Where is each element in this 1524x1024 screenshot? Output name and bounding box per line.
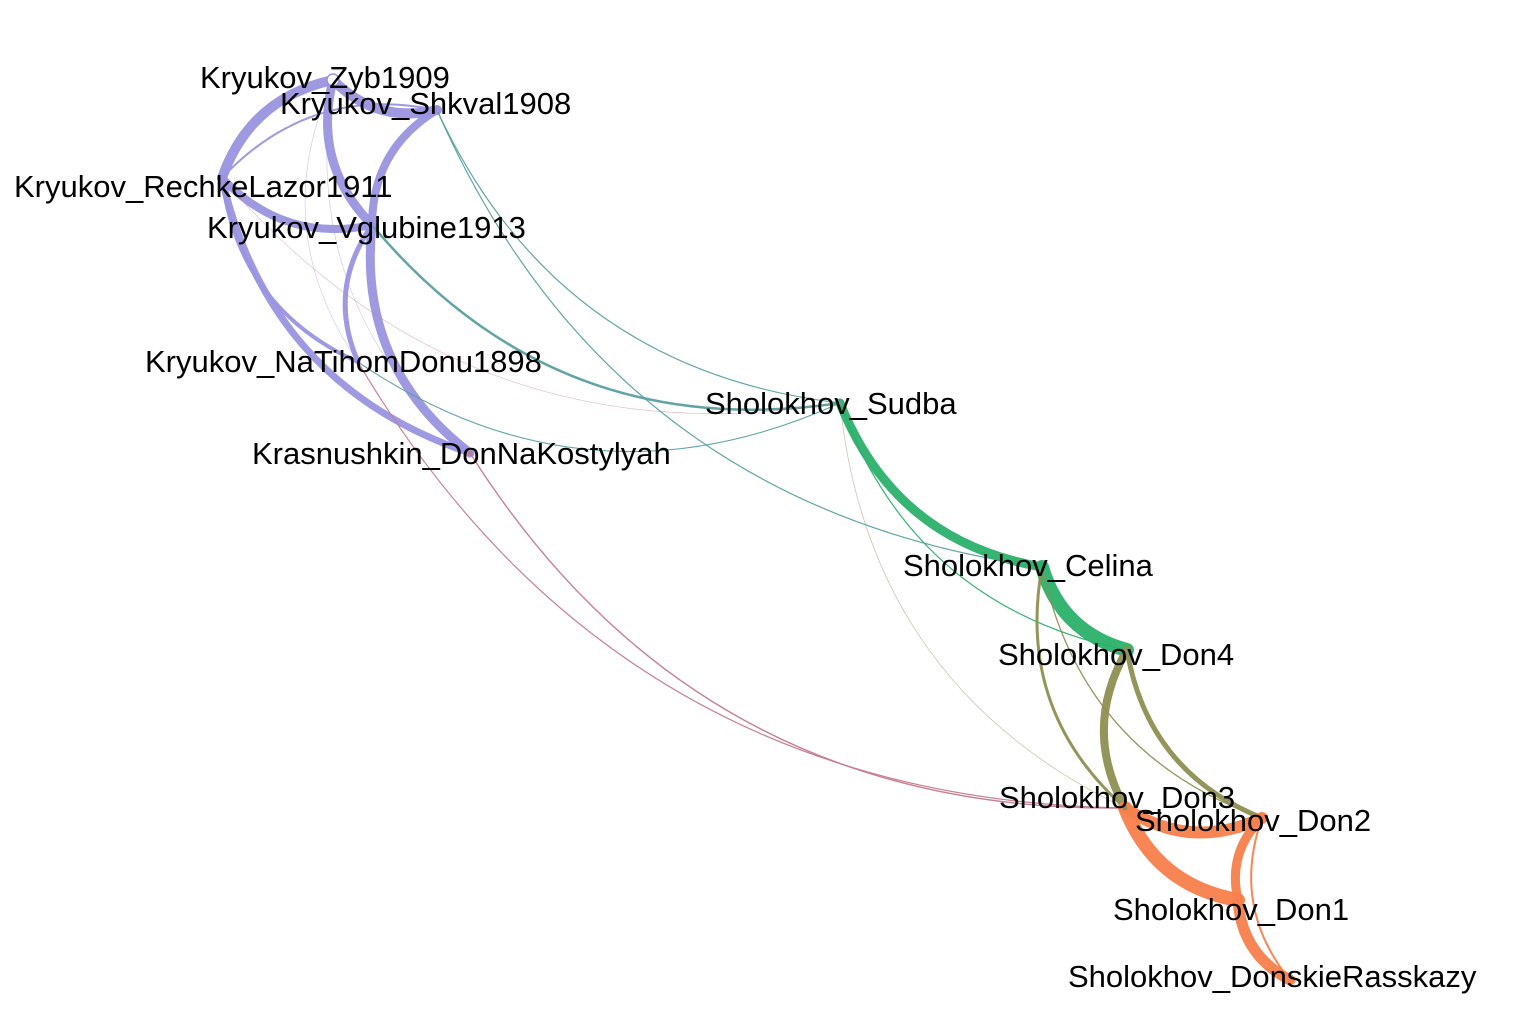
edge-celina-don2 xyxy=(1041,566,1263,819)
node-label-krasnushkin: Krasnushkin_DonNaKostylyah xyxy=(252,436,671,471)
node-label-donskie: Sholokhov_DonskieRasskazy xyxy=(1068,959,1477,994)
node-label-don3: Sholokhov_Don3 xyxy=(999,780,1235,815)
edge-shkval-celina xyxy=(436,109,1043,568)
edge-zyb-vglubine xyxy=(323,75,377,230)
node-label-shkval: Kryukov_Shkval1908 xyxy=(280,86,571,121)
edge-celina-don3 xyxy=(1035,565,1127,810)
edge-vglubine-natihom xyxy=(342,222,375,365)
edge-don3-don1 xyxy=(1118,801,1245,907)
node-label-don2: Sholokhov_Don2 xyxy=(1135,803,1371,838)
node-label-natihom: Kryukov_NaTihomDonu1898 xyxy=(145,344,542,379)
node-krasnushkin[interactable] xyxy=(467,450,473,456)
edge-don2-donskie xyxy=(1250,817,1291,981)
node-shkval[interactable] xyxy=(434,107,440,113)
node-zyb[interactable] xyxy=(326,73,340,87)
edge-zyb-shkval xyxy=(328,75,442,119)
edge-zyb-natihom xyxy=(304,79,359,363)
edge-shkval-vglubine xyxy=(368,106,441,229)
edge-zyb-krasnushkin xyxy=(326,79,471,454)
edge-sudba-don3 xyxy=(839,402,1126,809)
edge-rechke-vglubine xyxy=(218,174,376,234)
edge-don3-don2 xyxy=(1119,802,1268,839)
edge-vglubine-krasnushkin xyxy=(365,220,475,458)
node-don2[interactable] xyxy=(1259,815,1265,821)
edge-don4-don2 xyxy=(1124,647,1265,821)
node-label-rechke: Kryukov_RechkeLazor1911 xyxy=(14,169,393,204)
edge-shkval-sudba xyxy=(436,109,841,404)
node-vglubine[interactable] xyxy=(369,222,375,228)
node-label-vglubine: Kryukov_Vglubine1913 xyxy=(207,210,526,245)
node-rechke[interactable] xyxy=(219,175,225,181)
edge-zyb-rechke xyxy=(217,75,338,183)
node-don1[interactable] xyxy=(1235,897,1241,903)
node-donskie[interactable] xyxy=(1287,977,1293,983)
node-label-celina: Sholokhov_Celina xyxy=(903,548,1154,583)
edge-celina-don4 xyxy=(1035,560,1134,657)
node-celina[interactable] xyxy=(1039,564,1045,570)
node-label-sudba: Sholokhov_Sudba xyxy=(705,386,957,421)
node-label-don1: Sholokhov_Don1 xyxy=(1113,892,1349,927)
edge-krasnushkin-don3 xyxy=(469,452,1126,809)
edge-sudba-celina xyxy=(835,398,1047,572)
node-don4[interactable] xyxy=(1124,647,1130,653)
node-don3[interactable] xyxy=(1122,805,1128,811)
edge-don1-donskie xyxy=(1232,894,1296,986)
edge-natihom-don3 xyxy=(357,361,1126,809)
edges-layer xyxy=(217,75,1296,986)
edge-rechke-krasnushkin xyxy=(218,174,474,457)
node-natihom[interactable] xyxy=(355,359,361,365)
node-sudba[interactable] xyxy=(837,400,843,406)
edge-natihom-sudba xyxy=(357,361,841,453)
edge-don4-don3 xyxy=(1099,646,1131,812)
node-label-don4: Sholokhov_Don4 xyxy=(998,637,1234,672)
edge-don2-don1 xyxy=(1230,813,1267,905)
edge-sudba-don4 xyxy=(839,402,1128,651)
edge-rechke-sudba xyxy=(221,177,841,414)
nodes-layer xyxy=(219,73,1293,983)
node-label-zyb: Kryukov_Zyb1909 xyxy=(200,60,450,95)
edge-vglubine-sudba xyxy=(370,223,842,411)
labels-layer: Kryukov_Zyb1909Kryukov_Shkval1908Kryukov… xyxy=(14,60,1477,994)
